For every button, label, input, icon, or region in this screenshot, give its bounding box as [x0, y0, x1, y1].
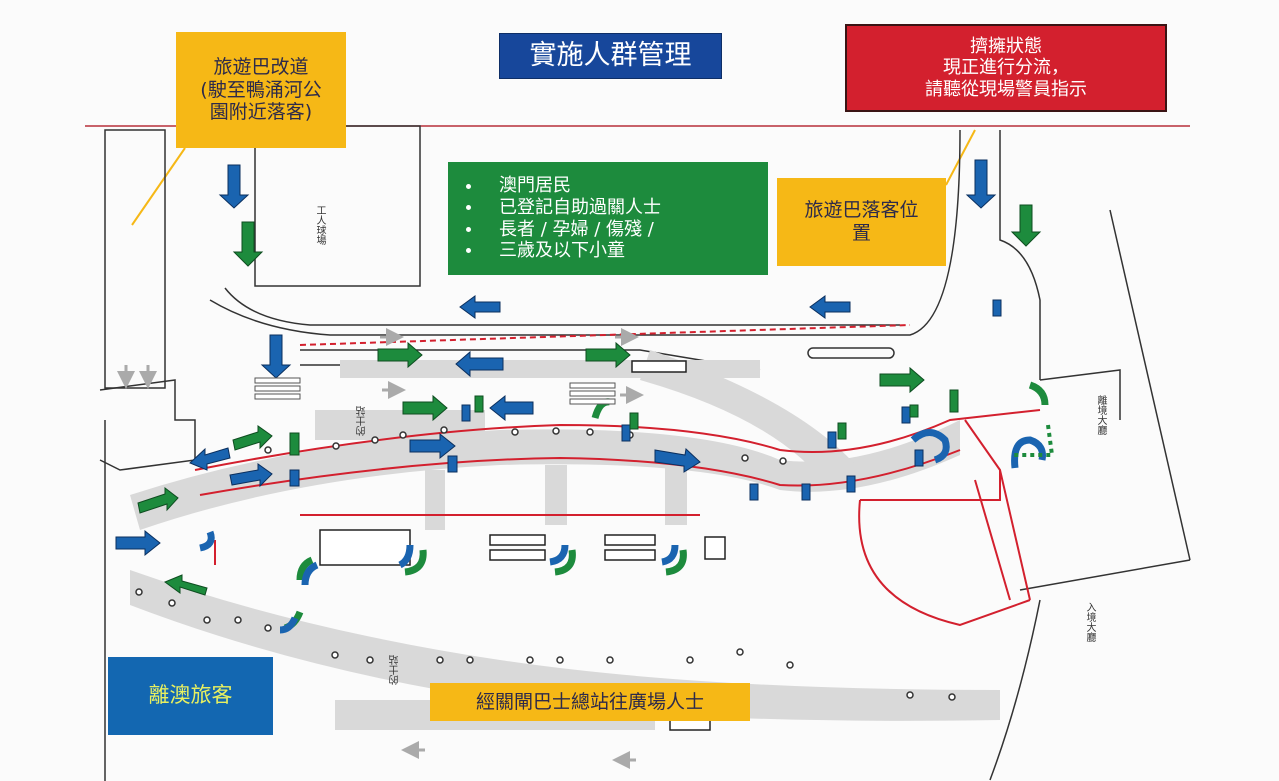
bollards: [135, 426, 956, 701]
blue-arrow: [965, 159, 997, 209]
green-arrow: [1010, 204, 1042, 247]
callout-line: 置: [851, 222, 871, 244]
bullet-icon: [466, 183, 471, 189]
blue-arrow: [459, 295, 501, 319]
eligible-groups-callout: 澳門居民 已登記自助過關人士 長者 / 孕婦 / 傷殘 / 三歲及以下小童: [448, 162, 768, 275]
crosswalks: [254, 377, 616, 405]
page-title: 實施人群管理: [499, 33, 722, 79]
blue-arrow: [189, 447, 231, 471]
green-arrow: [232, 221, 264, 267]
grey-direction-arrows: [117, 328, 644, 769]
callout-text: 經關閘巴士總站往廣場人士: [475, 690, 704, 713]
green-arrow: [879, 366, 925, 394]
blue-arrow: [229, 463, 273, 488]
blue-arrow: [409, 432, 456, 460]
list-item: 長者 / 孕婦 / 傷殘 /: [466, 219, 661, 241]
bullet-icon: [466, 248, 471, 254]
blue-flow-arrows: [115, 159, 1002, 557]
taxi-stand-label-upper: 的士站: [357, 406, 368, 436]
green-arrow: [585, 341, 631, 369]
dropoff-pointer-line: [945, 129, 976, 186]
list-item-text: 三歲及以下小童: [499, 240, 625, 262]
callout-line: 擠擁狀態: [970, 35, 1042, 57]
escalators: [319, 360, 726, 731]
list-item-text: 長者 / 孕婦 / 傷殘 /: [499, 218, 654, 240]
reroute-pointer-line: [131, 147, 186, 226]
blue-arrow: [809, 295, 851, 319]
eligible-groups-list: 澳門居民 已登記自助過關人士 長者 / 孕婦 / 傷殘 / 三歲及以下小童: [466, 175, 661, 261]
bullet-icon: [466, 226, 471, 232]
green-arrow: [137, 486, 179, 514]
green-flow-arrows: [137, 204, 1042, 596]
bus-terminal-to-plaza-callout: 經關閘巴士總站往廣場人士: [430, 683, 750, 721]
list-item: 已登記自助過關人士: [466, 197, 661, 219]
departure-hall-label: 離境大廳: [1095, 395, 1106, 435]
callout-line: 旅遊巴落客位: [804, 199, 919, 222]
crowd-status-callout: 擠擁狀態 現正進行分流， 請聽從現場警員指示: [845, 24, 1167, 112]
tour-bus-reroute-callout: 旅遊巴改道 (駛至鴨涌河公 園附近落客): [176, 32, 346, 148]
list-item-text: 澳門居民: [499, 175, 571, 197]
title-text: 實施人群管理: [529, 39, 692, 71]
green-arrow: [163, 574, 208, 596]
green-arrow: [232, 425, 273, 451]
green-arrow: [377, 341, 423, 369]
callout-line: 旅遊巴改道: [213, 55, 309, 78]
blue-arrow: [654, 448, 701, 473]
tour-bus-dropoff-callout: 旅遊巴落客位 置: [777, 178, 946, 266]
callout-line: 請聽從現場警員指示: [925, 78, 1087, 100]
callout-line: 園附近落客): [209, 101, 313, 124]
u-turn-arrows: [199, 381, 1049, 634]
bullet-icon: [466, 205, 471, 211]
workers-stadium-label: 工人球場: [314, 205, 325, 245]
blue-arrow: [455, 350, 504, 378]
list-item: 三歲及以下小童: [466, 240, 661, 262]
blue-arrow: [260, 334, 292, 379]
blue-arrow: [115, 529, 161, 557]
dotted-route: [1012, 424, 1055, 457]
taxi-stand-label-lower: 的士站: [390, 655, 401, 685]
green-arrow: [402, 394, 448, 422]
departing-travellers-callout: 離澳旅客: [108, 657, 273, 735]
callout-text: 離澳旅客: [148, 683, 233, 708]
blue-arrow: [218, 164, 250, 209]
list-item-text: 已登記自助過關人士: [499, 196, 661, 218]
blue-arrow: [489, 394, 534, 422]
callout-line: (駛至鴨涌河公: [200, 78, 322, 101]
list-item: 澳門居民: [466, 175, 661, 197]
callout-line: 現正進行分流，: [943, 57, 1069, 79]
arrival-hall-label: 入境大廳: [1084, 602, 1095, 642]
